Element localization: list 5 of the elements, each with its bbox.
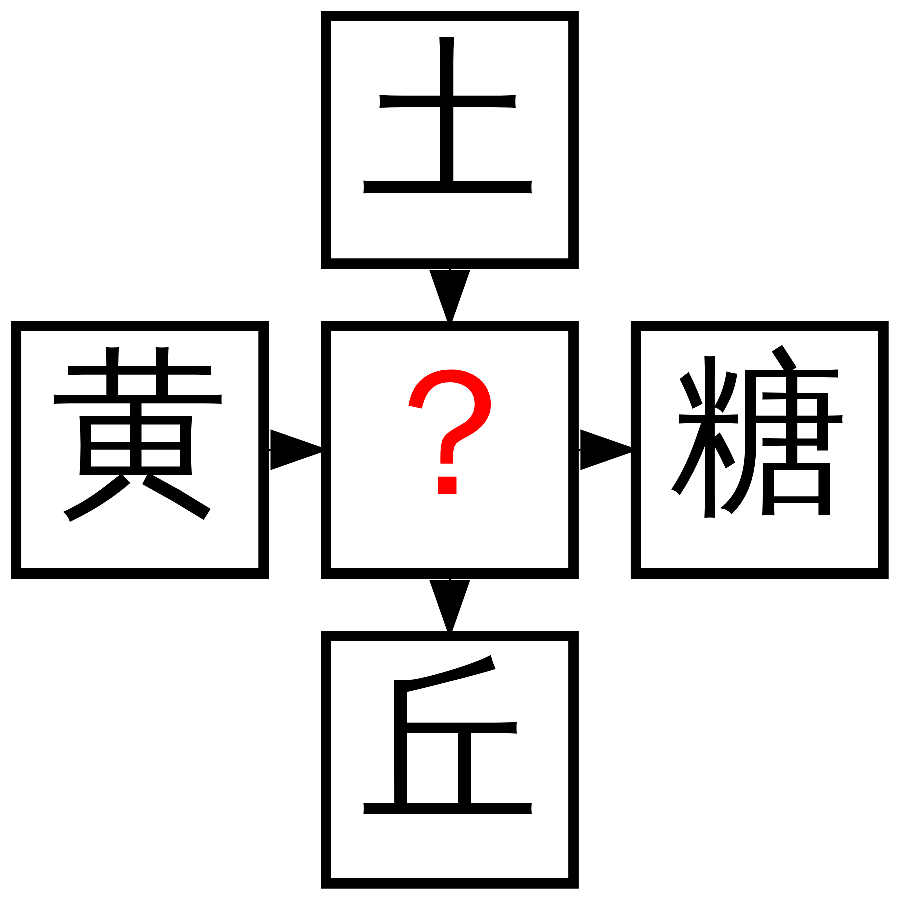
node-box: 丘 (321, 630, 579, 889)
node-box: ？ (321, 321, 579, 579)
node-box: 黄 (11, 321, 270, 579)
node-box: 糖 (630, 321, 889, 579)
node-box: 土 (321, 11, 579, 270)
